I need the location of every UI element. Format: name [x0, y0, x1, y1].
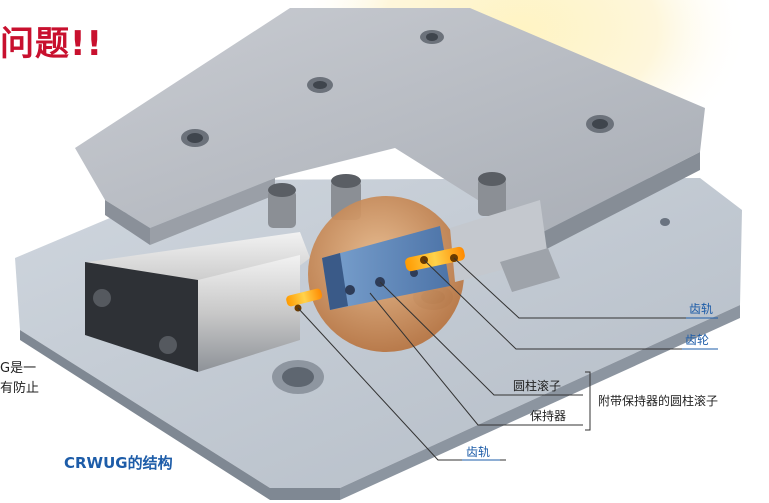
side-text-line-1: G是一 [0, 361, 37, 376]
label-gear: 齿轮 [685, 333, 710, 347]
label-cylindrical-roller: 圆柱滚子 [513, 379, 562, 393]
structure-caption: CRWUG的结构 [64, 454, 173, 472]
label-rack-top: 齿轨 [689, 302, 714, 316]
label-retainer: 保持器 [530, 409, 567, 423]
label-rack-bottom: 齿轨 [466, 445, 491, 459]
label-roller-with-retainer: 附带保持器的圆柱滚子 [598, 394, 719, 408]
side-text-line-2: 有防止 [0, 381, 40, 396]
headline: 问题!! [0, 24, 104, 64]
